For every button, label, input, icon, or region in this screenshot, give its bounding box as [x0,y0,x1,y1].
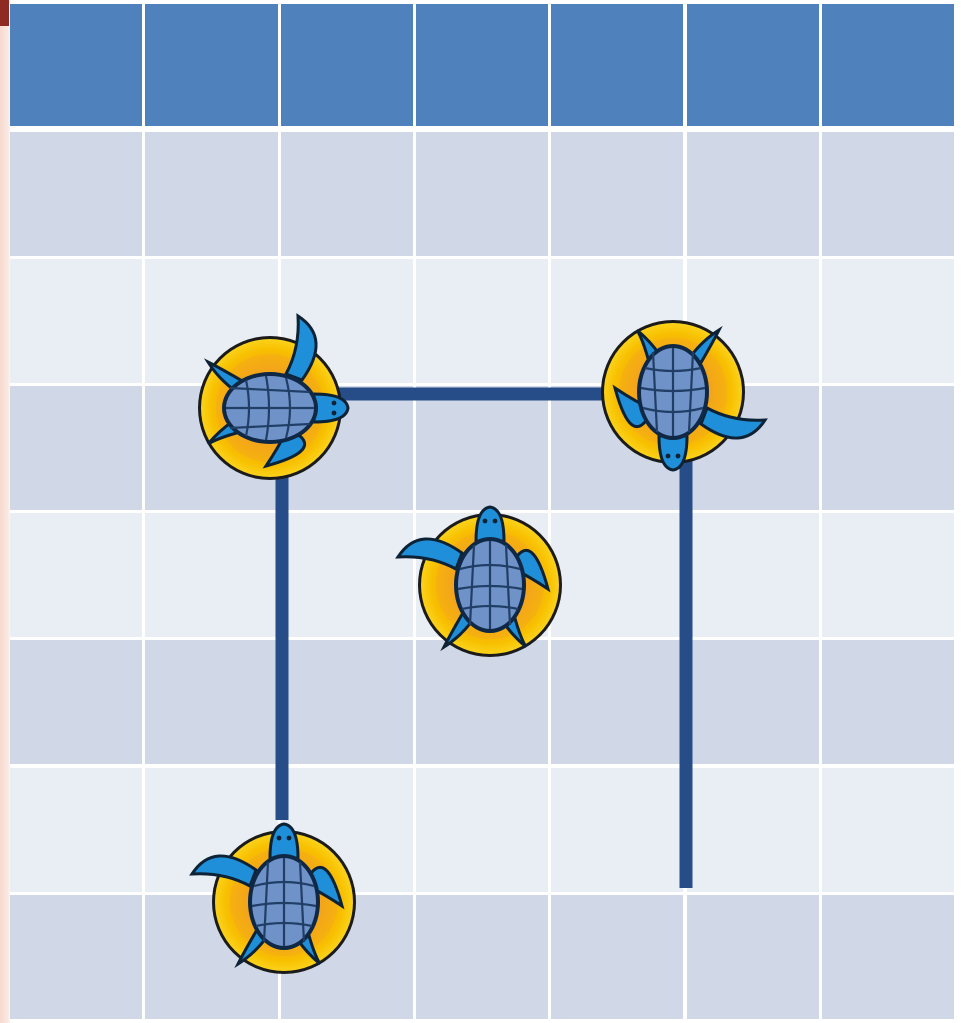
board-cell [687,640,819,764]
board-cell [551,768,683,892]
board-cell [687,386,819,510]
board-cell [281,132,413,256]
board-cell [822,895,954,1019]
board-cell [551,895,683,1019]
board-cell [551,132,683,256]
board-cell [822,768,954,892]
board-cell [687,895,819,1019]
board-cell [687,768,819,892]
board-cell [10,513,142,637]
board-cell [10,768,142,892]
board-cell [551,259,683,383]
board-cell [10,640,142,764]
board-cell [416,768,548,892]
header-cell [281,4,413,126]
board-cell [416,259,548,383]
board-cell [281,513,413,637]
board-cell [145,259,277,383]
board-cell [822,513,954,637]
header-cell [687,4,819,126]
board-cell [281,768,413,892]
board-cell [281,259,413,383]
board-cell [822,386,954,510]
header-cell [145,4,277,126]
header-cell [822,4,954,126]
game-board [10,4,958,1023]
board-cell [145,640,277,764]
board-cell [416,640,548,764]
board-cell [145,513,277,637]
board-cell [822,132,954,256]
board-cell [281,640,413,764]
board-cell [551,640,683,764]
board-cell [281,895,413,1019]
header-cell [10,4,142,126]
header-cell [551,4,683,126]
board-cell [551,513,683,637]
board-cell [416,895,548,1019]
board-cell [551,386,683,510]
board-cell [10,132,142,256]
board-cell [822,640,954,764]
board-cell [416,513,548,637]
board-cell [145,132,277,256]
board-cell [10,386,142,510]
board-cell [687,513,819,637]
board-cell [416,386,548,510]
corner-accent [0,0,9,26]
board-cell [145,386,277,510]
header-cell [416,4,548,126]
board-cell [10,895,142,1019]
board-cell [10,259,142,383]
board-cell [822,259,954,383]
board-cell [145,768,277,892]
board-cell [281,386,413,510]
board-cell [416,132,548,256]
board-cell [145,895,277,1019]
board-cell [687,259,819,383]
board-cell [687,132,819,256]
